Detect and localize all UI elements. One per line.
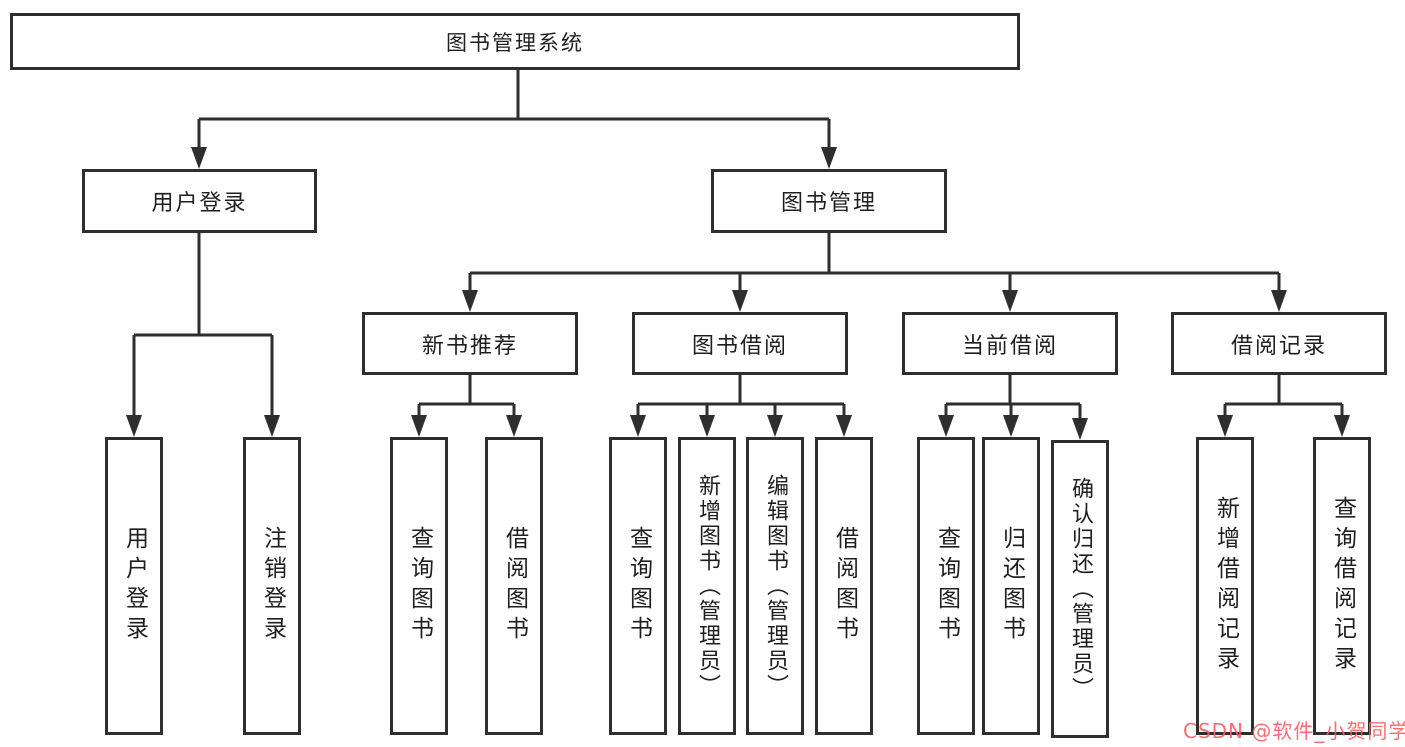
node-label: 查询图书 — [625, 526, 652, 646]
node-leaf-query-book-borrow: 查询图书 — [609, 437, 667, 735]
node-borrow-record: 借阅记录 — [1171, 312, 1387, 375]
node-label: 新书推荐 — [421, 333, 518, 359]
node-label: 归还图书 — [998, 526, 1025, 646]
node-leaf-add-borrow-record: 新增借阅记录 — [1196, 437, 1254, 735]
node-label: 查询图书 — [933, 526, 960, 646]
node-label: 确认归还（管理员） — [1068, 476, 1093, 702]
node-label: 图书借阅 — [691, 333, 788, 359]
node-label: 新增图书（管理员） — [695, 473, 720, 699]
node-leaf-borrow-book: 借阅图书 — [815, 437, 873, 735]
node-book-borrow: 图书借阅 — [632, 312, 848, 375]
node-user-login: 用户登录 — [82, 169, 317, 233]
node-label: 借阅图书 — [831, 526, 858, 646]
node-label: 借阅图书 — [501, 526, 528, 646]
node-root: 图书管理系统 — [10, 13, 1020, 70]
node-label: 用户登录 — [151, 191, 248, 216]
node-leaf-query-book-recommend: 查询图书 — [390, 437, 448, 735]
node-leaf-add-book-admin: 新增图书（管理员） — [678, 437, 736, 735]
node-label: 图书管理 — [780, 191, 877, 216]
node-leaf-confirm-return-admin: 确认归还（管理员） — [1051, 440, 1109, 738]
node-label: 查询借阅记录 — [1329, 496, 1356, 676]
node-leaf-borrow-book-recommend: 借阅图书 — [485, 437, 543, 735]
node-leaf-edit-book-admin: 编辑图书（管理员） — [746, 437, 804, 735]
node-label: 注销登录 — [259, 526, 286, 646]
node-label: 查询图书 — [406, 526, 433, 646]
node-label: 借阅记录 — [1230, 333, 1327, 359]
node-label: 编辑图书（管理员） — [763, 473, 788, 699]
node-label: 当前借阅 — [961, 333, 1058, 359]
node-current-borrow: 当前借阅 — [902, 312, 1118, 375]
node-label: 图书管理系统 — [446, 30, 584, 55]
node-leaf-query-borrow-record: 查询借阅记录 — [1313, 437, 1371, 735]
node-leaf-return-book: 归还图书 — [982, 437, 1040, 735]
watermark: CSDN @软件_小贺同学 — [1183, 719, 1405, 743]
node-label: 新增借阅记录 — [1212, 496, 1239, 676]
node-book-management: 图书管理 — [711, 169, 947, 233]
node-label: 用户登录 — [121, 526, 148, 646]
node-leaf-query-book-current: 查询图书 — [917, 437, 975, 735]
node-leaf-user-login: 用户登录 — [105, 437, 163, 735]
node-new-book-recommend: 新书推荐 — [362, 312, 578, 375]
node-leaf-logout: 注销登录 — [243, 437, 301, 735]
